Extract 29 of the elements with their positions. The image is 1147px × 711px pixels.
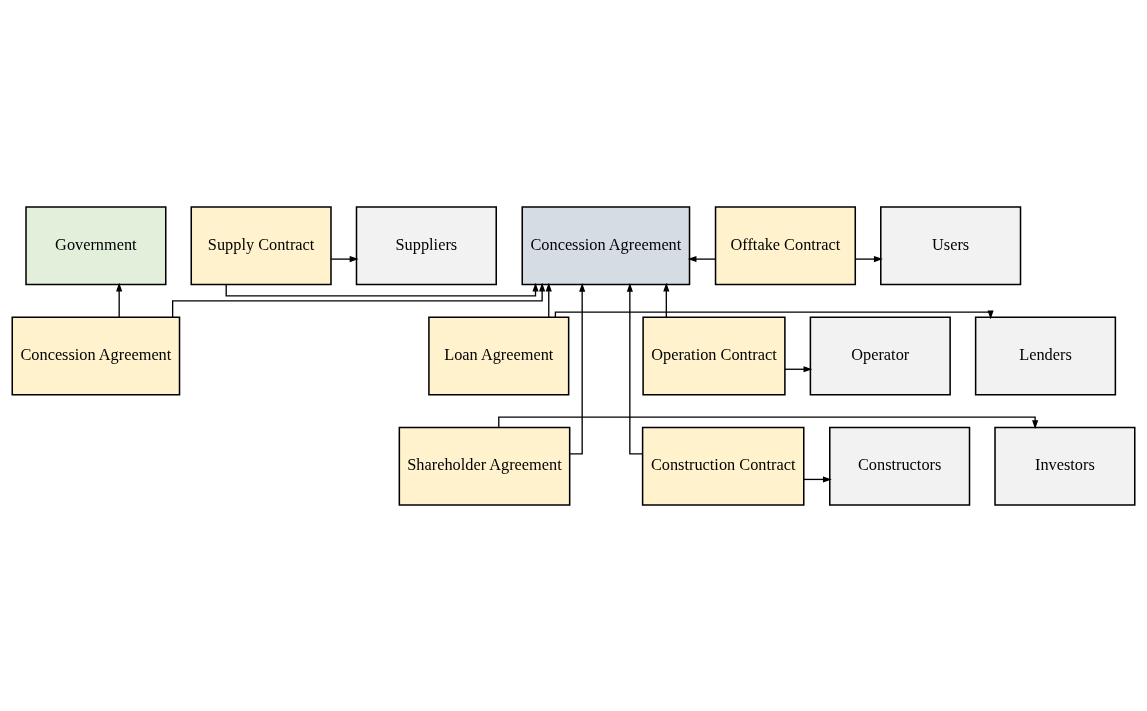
node-box: Investors <box>994 426 1136 506</box>
node-box: Lenders <box>974 315 1117 396</box>
arrow <box>687 255 717 262</box>
arrow <box>554 309 994 319</box>
arrow <box>663 282 670 318</box>
node-box: Shareholder Agreement <box>398 426 571 506</box>
node-box: Operation Contract <box>642 315 786 396</box>
arrow <box>498 416 1039 429</box>
arrow <box>116 282 123 318</box>
node-box: Suppliers <box>355 205 497 285</box>
node-box: Constructors <box>829 426 971 506</box>
node-box: Concession Agreement <box>11 315 181 396</box>
node-box: Operator <box>809 315 951 396</box>
arrow <box>803 475 832 482</box>
arrow <box>330 255 359 262</box>
arrow <box>854 255 883 262</box>
node-box: Loan Agreement <box>428 315 570 396</box>
node-box: Government <box>25 205 167 285</box>
node-box: Construction Contract <box>641 426 805 506</box>
node-box: Offtake Contract <box>714 205 857 285</box>
arrow <box>569 282 586 455</box>
arrow <box>171 282 546 318</box>
arrow <box>545 282 552 318</box>
node-box: Concession Agreement <box>521 205 691 285</box>
node-box: Supply Contract <box>190 205 332 285</box>
node-box: Users <box>880 205 1022 285</box>
arrow <box>626 282 644 455</box>
arrow <box>225 282 539 296</box>
arrow <box>784 365 813 372</box>
